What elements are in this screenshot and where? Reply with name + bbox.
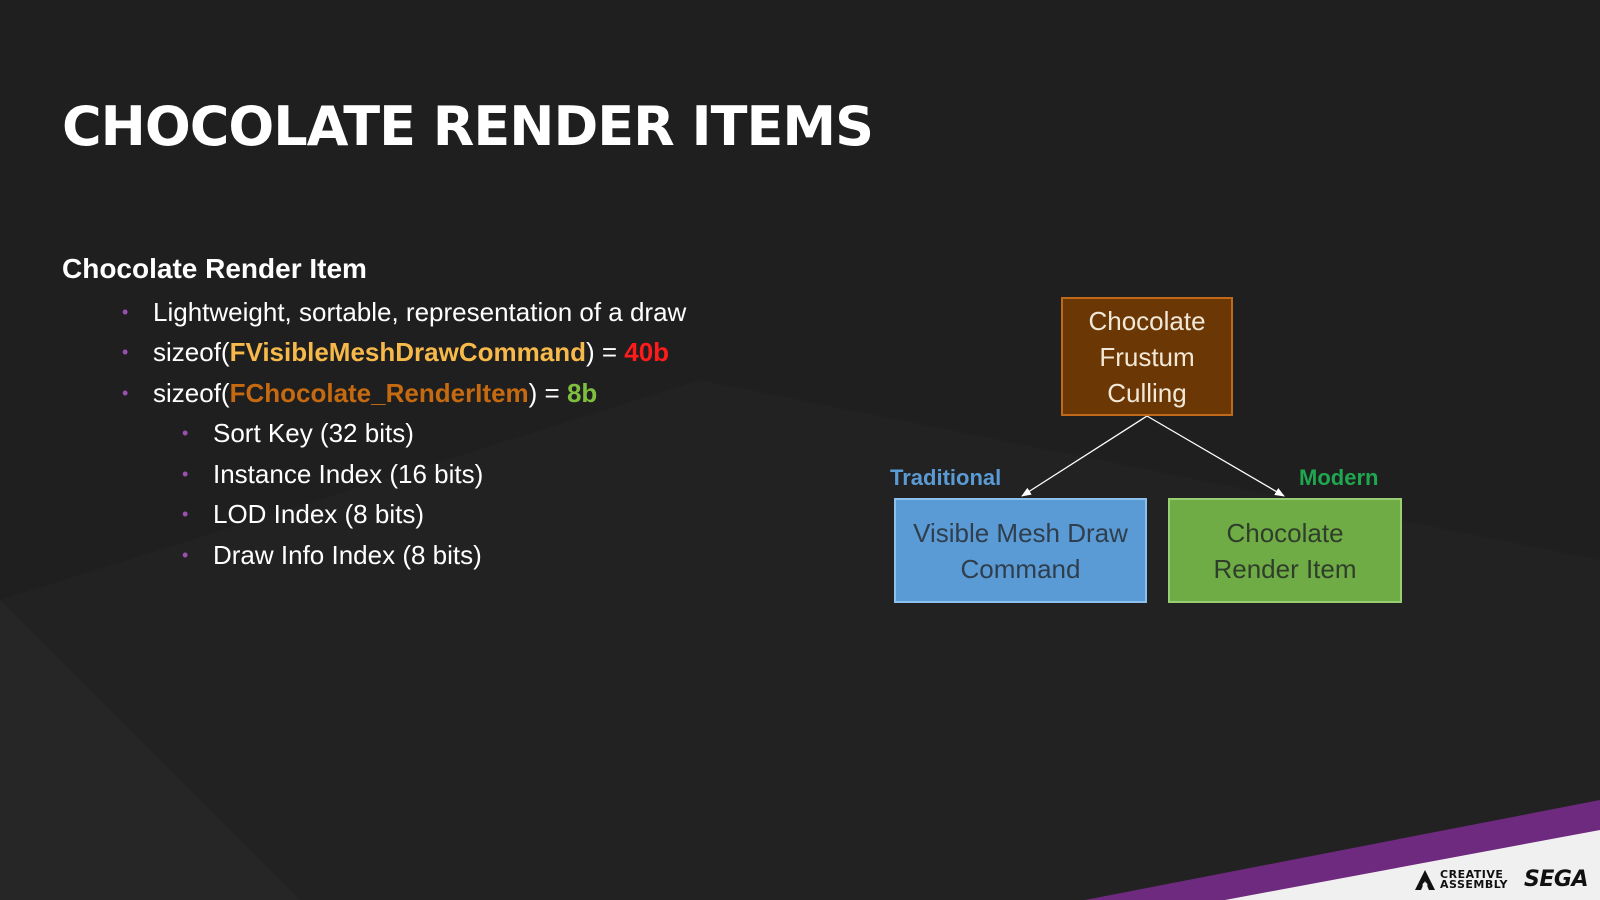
arrow-to-modern (1146, 415, 1285, 497)
footer-logos: CREATIVE ASSEMBLY SEGA (1414, 867, 1588, 892)
visible-mesh-draw-command-box: Visible Mesh Draw Command (894, 498, 1147, 603)
bullet-text: Lightweight, sortable, representation of… (153, 296, 687, 327)
box-text-line: Visible Mesh Draw (913, 517, 1128, 548)
sega-logo: SEGA (1524, 867, 1588, 892)
bullet-dot-icon: • (182, 463, 189, 484)
list-item: • sizeof(FVisibleMeshDrawCommand) = 40b (62, 332, 822, 373)
creative-assembly-mark-icon (1415, 869, 1436, 890)
type-name-mesh-draw-command: FVisibleMeshDrawCommand (229, 337, 586, 368)
frustum-culling-box: Chocolate Frustum Culling (1061, 297, 1233, 416)
sub-list-item: • LOD Index (8 bits) (62, 494, 822, 535)
type-name-render-item: FChocolate_RenderItem (229, 377, 529, 408)
list-item: • sizeof(FChocolate_RenderItem) = 8b (62, 373, 822, 414)
sizeof-prefix: sizeof( (153, 337, 230, 368)
ca-text-line: ASSEMBLY (1440, 877, 1509, 891)
sub-bullet-text: Draw Info Index (8 bits) (213, 539, 482, 570)
bullet-dot-icon: • (122, 301, 129, 322)
box-text-line: Chocolate (1088, 305, 1206, 336)
sub-list-item: • Instance Index (16 bits) (62, 454, 822, 495)
sub-list-item: • Sort Key (32 bits) (62, 413, 822, 454)
modern-label: Modern (1299, 465, 1379, 490)
list-item: • Lightweight, sortable, representation … (62, 292, 822, 333)
bullet-dot-icon: • (182, 504, 189, 525)
box-text-line: Culling (1107, 377, 1187, 408)
ca-text-line: CREATIVE (1440, 867, 1504, 881)
traditional-label: Traditional (890, 465, 1002, 490)
section-heading: Chocolate Render Item (62, 253, 367, 284)
bullet-list: • Lightweight, sortable, representation … (62, 292, 822, 576)
sub-list-item: • Draw Info Index (8 bits) (62, 535, 822, 576)
box-text-line: Chocolate (1226, 517, 1344, 548)
bullet-dot-icon: • (182, 544, 189, 565)
arrow-to-traditional (1021, 415, 1148, 497)
bullet-dot-icon: • (122, 382, 129, 403)
box-text-line: Render Item (1213, 553, 1357, 584)
creative-assembly-logo: CREATIVE ASSEMBLY (1414, 869, 1508, 891)
sizeof-suffix: ) = (585, 337, 625, 368)
content-area: Chocolate Render Item • Lightweight, sor… (62, 252, 822, 575)
sub-bullet-text: LOD Index (8 bits) (213, 499, 424, 530)
bullet-dot-icon: • (122, 342, 129, 363)
white-accent-stripe (1225, 830, 1600, 900)
size-value-40b: 40b (624, 337, 670, 368)
sub-bullet-text: Instance Index (16 bits) (213, 458, 484, 489)
sizeof-prefix: sizeof( (153, 377, 230, 408)
sizeof-suffix: ) = (528, 377, 567, 408)
bullet-dot-icon: • (182, 423, 189, 444)
chocolate-render-item-box: Chocolate Render Item (1168, 498, 1402, 603)
sub-bullet-text: Sort Key (32 bits) (213, 418, 414, 449)
slide-title: CHOCOLATE RENDER ITEMS (62, 95, 874, 158)
box-text-line: Frustum (1099, 341, 1195, 372)
box-text-line: Command (960, 553, 1081, 584)
size-value-8b: 8b (566, 377, 598, 408)
